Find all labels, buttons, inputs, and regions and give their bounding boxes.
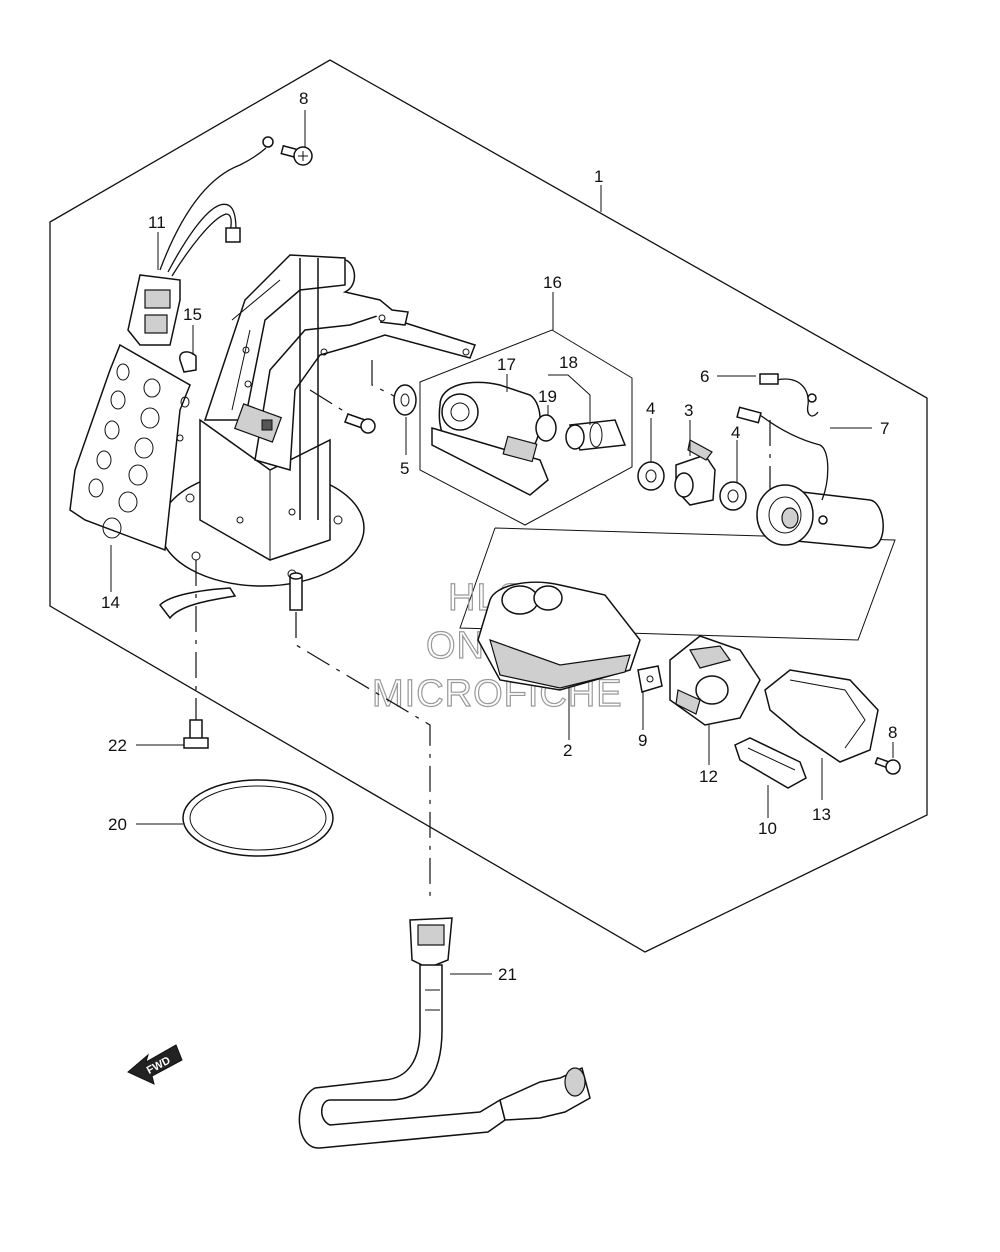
- callout-2: 2: [563, 741, 572, 760]
- fwd-arrow-icon: FWD: [127, 1044, 183, 1085]
- callout-12: 12: [699, 767, 718, 786]
- leader-lines: [110, 110, 894, 975]
- clip-part-15: [179, 351, 197, 373]
- callout-6: 6: [700, 367, 709, 386]
- screw-bracket: [344, 413, 376, 434]
- gasket-part-12: [669, 635, 761, 726]
- subassembly-16-boundary: [419, 329, 633, 526]
- callout-21: 21: [498, 965, 517, 984]
- callout-8-top: 8: [299, 89, 308, 108]
- dashed-leader-5: [371, 360, 399, 399]
- callout-14: 14: [101, 593, 120, 612]
- screw-part-8-right: [874, 756, 901, 775]
- damper-part-3: [674, 439, 716, 506]
- callout-16: 16: [543, 273, 562, 292]
- dashed-leader-screw: [309, 389, 351, 416]
- screw-part-8-top: [280, 144, 313, 166]
- bolt-part-22: [183, 719, 209, 749]
- subassembly-2-boundary: [459, 527, 896, 641]
- callout-5: 5: [400, 459, 409, 478]
- callout-17: 17: [497, 355, 516, 374]
- pump-bracket-assembly: [159, 254, 476, 620]
- valve-part-18: [565, 419, 627, 451]
- callout-15: 15: [183, 305, 202, 324]
- o-ring-part-19: [535, 414, 557, 442]
- callout-11: 11: [148, 213, 166, 232]
- callout-10: 10: [758, 819, 777, 838]
- washer-part-5: [393, 384, 417, 416]
- callout-22: 22: [108, 736, 127, 755]
- callout-4-left: 4: [646, 399, 655, 418]
- wire-lead-part-6: [759, 373, 819, 417]
- washer-part-4-left: [637, 461, 665, 491]
- callout-8-right: 8: [888, 723, 897, 742]
- callout-1: 1: [594, 167, 603, 186]
- washer-part-4-right: [719, 481, 747, 511]
- filter-screen-part-14: [69, 343, 191, 552]
- hose-part-21: [298, 917, 591, 1149]
- regulator-part-17: [431, 381, 549, 496]
- callout-9: 9: [638, 731, 647, 750]
- dashed-leader-outlet-to-21: [295, 612, 431, 900]
- callout-labels: 1 8 11 15 16 17 18 19 5 4 3 4 6 7 14 2 9…: [101, 89, 897, 984]
- callout-13: 13: [812, 805, 831, 824]
- callout-19: 19: [538, 387, 557, 406]
- assembly-boundary: [49, 59, 928, 953]
- o-ring-part-20: [182, 779, 334, 857]
- pad-part-10: [734, 737, 807, 789]
- pump-motor-part-7: [736, 406, 884, 549]
- wiring-connector-part-11: [127, 136, 274, 346]
- cover-part-13: [764, 669, 879, 763]
- housing-part-2: [477, 581, 641, 691]
- svg-text:FWD: FWD: [145, 1054, 173, 1076]
- callout-7: 7: [880, 419, 889, 438]
- callout-3: 3: [684, 401, 693, 420]
- callout-4-right: 4: [731, 423, 740, 442]
- callout-20: 20: [108, 815, 127, 834]
- nut-part-9: [637, 665, 663, 693]
- callout-18: 18: [559, 353, 578, 372]
